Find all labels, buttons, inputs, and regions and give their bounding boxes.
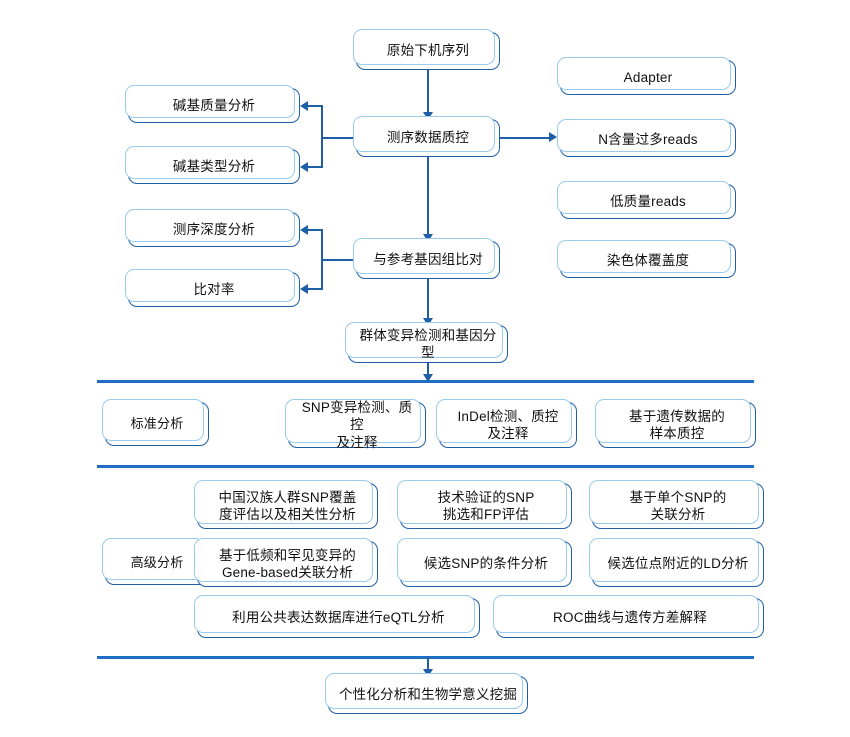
node-advanced-ld-label: 候选位点附近的LD分析 [607,556,749,572]
node-advanced-conditional-label: 候选SNP的条件分析 [423,556,549,572]
node-standard-sample-qc: 基于遗传数据的 样本质控 [595,399,756,448]
node-adapter: Adapter [557,57,736,95]
connector-qc-to-base-quality [308,105,323,108]
connector-to-final [426,656,430,672]
connector-align-to-rate [308,288,323,291]
node-advanced-single-snp-association-label: 基于单个SNP的 关联分析 [629,489,727,522]
node-base-quality-analysis: 碱基质量分析 [125,85,300,123]
node-n-content-reads: N含量过多reads [557,119,736,157]
node-n-content-reads-label: N含量过多reads [598,131,698,147]
label-advanced-analysis: 高级分析 [102,538,209,585]
node-final-personalized-analysis-label: 个性化分析和生物学意义挖掘 [338,687,518,703]
node-qc: 测序数据质控 [353,116,500,157]
divider-advanced-bottom [97,656,754,659]
node-advanced-roc-label: ROC曲线与遗传方差解释 [553,610,707,626]
connector-qc-left-bracket [321,105,324,168]
connector-align-left-stem [323,258,356,262]
arrow-align-to-rate [300,283,308,294]
connector-raw-to-qc [426,70,430,114]
node-variant-calling: 群体变异检测和基因分型 [345,322,508,363]
node-sequencing-depth-analysis: 测序深度分析 [125,209,300,247]
node-advanced-han-snp-coverage-label: 中国汉族人群SNP覆盖 度评估以及相关性分析 [218,489,357,522]
node-qc-label: 测序数据质控 [386,130,470,146]
node-adapter-label: Adapter [623,69,673,85]
node-mapping-rate: 比对率 [125,269,300,307]
node-sequencing-depth-analysis-label: 测序深度分析 [172,221,256,237]
arrow-qc-to-alignment [422,234,433,242]
node-standard-sample-qc-label: 基于遗传数据的 样本质控 [629,408,725,441]
node-raw-reads: 原始下机序列 [353,29,500,70]
node-standard-snp-label: SNP变异检测、质控 及注释 [301,400,413,450]
node-advanced-roc: ROC曲线与遗传方差解释 [493,595,764,638]
node-base-quality-analysis-label: 碱基质量分析 [172,97,256,113]
node-advanced-ld: 候选位点附近的LD分析 [589,538,764,587]
arrow-qc-to-n-reads [549,132,557,143]
node-chromosome-coverage-label: 染色体覆盖度 [606,252,690,268]
label-standard-analysis-text: 标准分析 [130,415,184,431]
connector-align-left-bracket [321,229,324,290]
arrow-align-to-depth [300,224,308,235]
node-base-type-analysis: 碱基类型分析 [125,146,300,184]
node-standard-indel-label: InDel检测、质控 及注释 [457,408,559,441]
arrow-qc-to-base-quality [300,100,308,111]
arrow-to-final [422,669,433,677]
node-advanced-single-snp-association: 基于单个SNP的 关联分析 [589,480,764,529]
arrow-raw-to-qc [422,112,433,120]
connector-qc-to-alignment [426,157,430,236]
arrow-qc-to-base-type [300,161,308,172]
node-standard-indel: InDel检测、质控 及注释 [436,399,577,448]
node-alignment-label: 与参考基因组比对 [373,252,483,268]
node-chromosome-coverage: 染色体覆盖度 [557,240,736,278]
connector-align-to-variant [426,279,430,320]
node-mapping-rate-label: 比对率 [193,281,235,297]
divider-standard-bottom [97,465,754,468]
label-advanced-analysis-text: 高级分析 [130,554,184,570]
node-advanced-han-snp-coverage: 中国汉族人群SNP覆盖 度评估以及相关性分析 [194,480,378,529]
connector-align-to-depth [308,229,323,232]
arrow-align-to-variant [422,318,433,326]
node-standard-snp: SNP变异检测、质控 及注释 [285,399,426,450]
node-base-type-analysis-label: 碱基类型分析 [172,158,256,174]
arrow-variant-to-standard [422,374,433,382]
node-advanced-eqtl-label: 利用公共表达数据库进行eQTL分析 [232,610,445,626]
connector-qc-left-stem [323,136,356,140]
node-advanced-conditional: 候选SNP的条件分析 [397,538,572,587]
node-advanced-snp-validation-label: 技术验证的SNP 挑选和FP评估 [437,489,535,522]
node-advanced-snp-validation: 技术验证的SNP 挑选和FP评估 [397,480,572,529]
node-variant-calling-label: 群体变异检测和基因分型 [359,327,497,360]
connector-variant-to-standard [426,363,430,378]
node-advanced-gene-based-label: 基于低频和罕见变异的 Gene-based关联分析 [219,547,356,580]
node-advanced-eqtl: 利用公共表达数据库进行eQTL分析 [194,595,480,638]
connector-qc-to-n-reads [500,136,550,140]
node-alignment: 与参考基因组比对 [353,238,500,279]
node-raw-reads-label: 原始下机序列 [386,43,470,59]
node-low-quality-reads: 低质量reads [557,181,736,219]
node-low-quality-reads-label: 低质量reads [610,193,686,209]
connector-qc-to-base-type [308,166,323,169]
label-standard-analysis: 标准分析 [102,399,209,446]
node-final-personalized-analysis: 个性化分析和生物学意义挖掘 [325,673,528,714]
node-advanced-gene-based: 基于低频和罕见变异的 Gene-based关联分析 [194,538,378,587]
